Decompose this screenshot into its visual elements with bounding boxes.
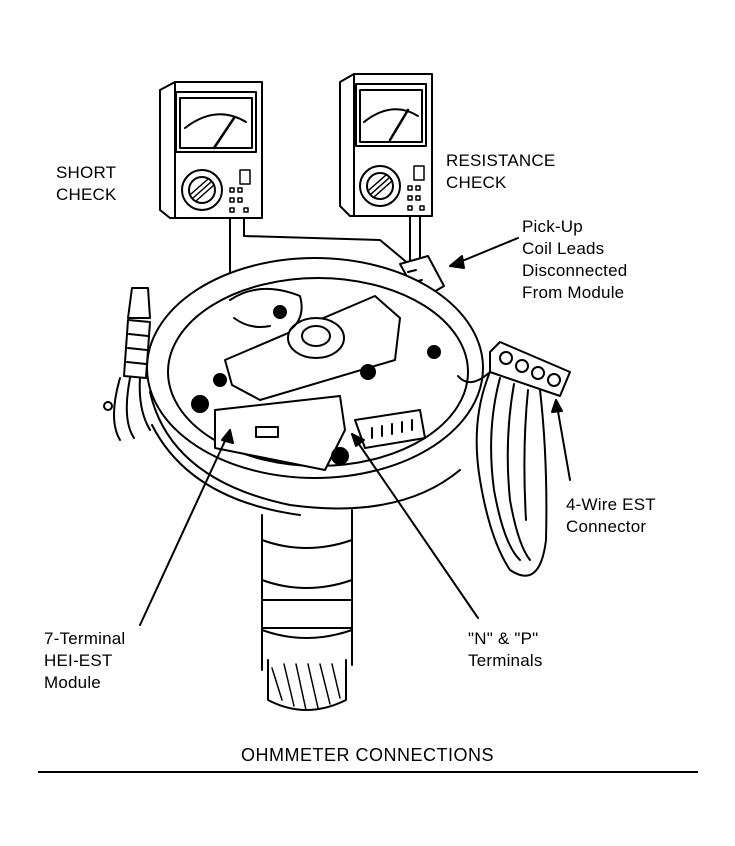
resistance-check-label: RESISTANCE CHECK <box>446 151 556 192</box>
short-check-ohmmeter <box>159 81 411 287</box>
module-leader <box>139 429 231 626</box>
figure-caption: OHMMETER CONNECTIONS <box>241 745 494 765</box>
est-connector-leader <box>555 399 571 481</box>
left-wire-harness <box>103 287 151 441</box>
leader-lines <box>139 399 571 626</box>
est-connector-label: 4-Wire EST Connector <box>566 495 656 536</box>
pickup-coil-assembly <box>191 287 441 471</box>
est-connector <box>457 341 571 577</box>
short-check-label: SHORT CHECK <box>56 163 117 204</box>
terminals-label: "N" & "P" Terminals <box>468 629 543 670</box>
pickup-leads-label: Pick-Up Coil Leads Disconnected From Mod… <box>522 217 628 302</box>
terminals-leader <box>351 433 479 619</box>
pickup-leads-arrow <box>449 237 519 269</box>
caption-rule <box>38 771 698 773</box>
module-label: 7-Terminal HEI-EST Module <box>44 629 126 692</box>
